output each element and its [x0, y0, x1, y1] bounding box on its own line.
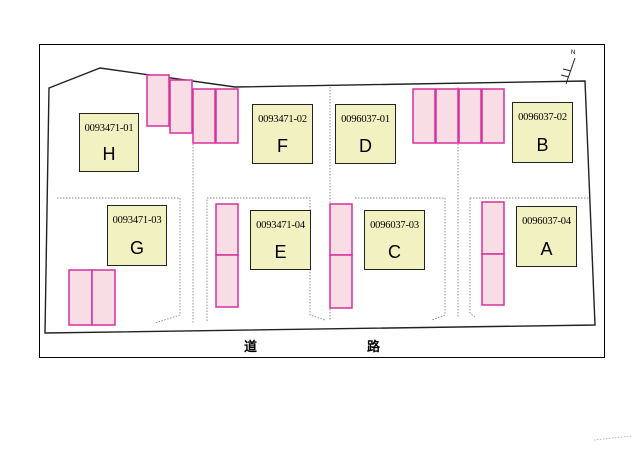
building-g: 0093471-03 G — [107, 205, 167, 266]
north-label: N — [571, 50, 576, 56]
parking-space — [215, 88, 239, 144]
building-b: 0096037-02 B — [512, 102, 573, 163]
parking-space — [329, 254, 353, 309]
parking-space — [146, 74, 170, 127]
building-letter: B — [536, 135, 549, 155]
building-d: 0096037-01 D — [335, 104, 396, 164]
building-letter: F — [277, 136, 288, 156]
building-letter: D — [359, 136, 372, 156]
building-e: 0093471-04 E — [250, 210, 311, 270]
building-letter: E — [274, 242, 287, 262]
building-code: 0096037-02 — [518, 112, 567, 123]
parking-space — [91, 269, 116, 326]
lot-line-e-top — [206, 197, 326, 321]
lot-line-h-g — [57, 197, 181, 324]
parking-space — [215, 203, 239, 256]
building-code: 0093471-01 — [84, 123, 134, 134]
lot-division-lines — [57, 87, 590, 324]
building-letter: G — [129, 238, 144, 258]
parking-space — [329, 203, 353, 256]
building-letter: H — [102, 144, 116, 164]
building-code: 0096037-03 — [370, 220, 419, 231]
building-h: 0093471-01 H — [79, 113, 139, 172]
lot-line-c-top — [355, 197, 446, 321]
building-a: 0096037-04 A — [516, 206, 577, 267]
parking-space — [481, 201, 505, 255]
parking-space — [192, 88, 216, 144]
north-arrow-icon — [560, 57, 576, 85]
building-code: 0096037-04 — [522, 216, 571, 227]
decorative-dashes — [593, 435, 633, 441]
building-code: 0093471-03 — [112, 215, 162, 226]
building-letter: C — [388, 242, 401, 262]
road-label-char2: 路 — [367, 340, 381, 355]
parking-space — [169, 79, 193, 134]
parking-space — [458, 88, 482, 144]
building-code: 0093471-02 — [258, 114, 307, 125]
parking-space — [412, 88, 436, 144]
building-f: 0093471-02 F — [252, 104, 313, 164]
parking-space — [435, 88, 459, 144]
building-code: 0096037-01 — [341, 114, 390, 125]
parking-space — [481, 88, 505, 144]
parking-spaces — [68, 74, 505, 326]
lot-line-a-left — [469, 198, 477, 319]
parking-space — [68, 269, 93, 326]
site-boundary — [44, 67, 596, 334]
building-letter: A — [540, 239, 553, 259]
map-frame — [39, 44, 605, 358]
building-code: 0093471-04 — [256, 220, 305, 231]
parking-space — [215, 254, 239, 308]
road-label-char1: 道 — [244, 340, 258, 355]
building-c: 0096037-03 C — [364, 210, 425, 270]
parking-space — [481, 253, 505, 306]
